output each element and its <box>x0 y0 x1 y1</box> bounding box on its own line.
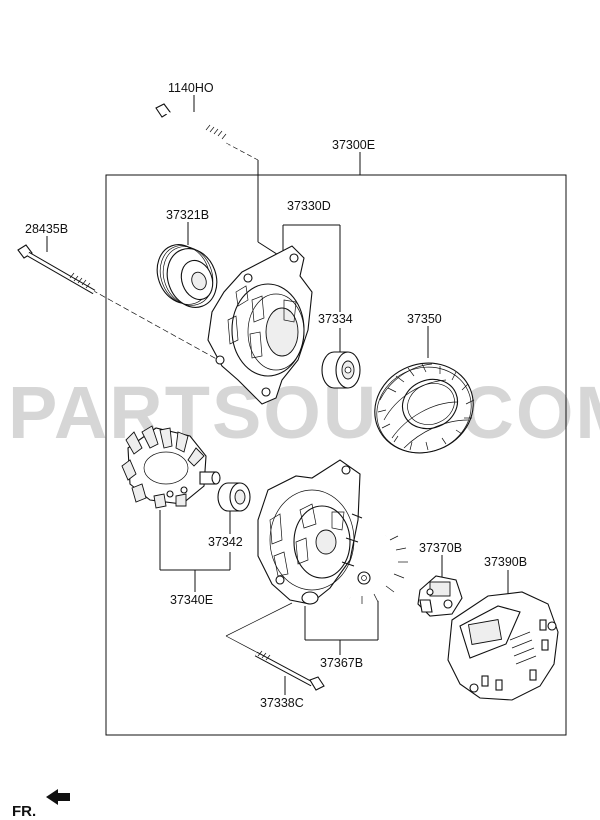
leader-lines <box>46 95 509 695</box>
front-direction-marker: FR. <box>12 789 70 820</box>
label-37330d: 37330D <box>287 199 331 213</box>
label-37321b: 37321B <box>166 208 209 222</box>
bearing-37334 <box>321 351 361 389</box>
assembly-frame <box>105 174 567 736</box>
rear-bracket <box>257 459 363 605</box>
label-37300e: 37300E <box>332 138 375 152</box>
label-37342: 37342 <box>208 535 243 549</box>
front-arrow-icon <box>46 789 70 805</box>
label-28435b: 28435B <box>25 222 68 236</box>
label-37370b: 37370B <box>419 541 462 555</box>
front-marker-label: FR. <box>12 803 36 820</box>
label-37334: 37334 <box>318 312 353 326</box>
regulator-group-37367b <box>349 533 408 604</box>
stator-37350 <box>374 362 475 454</box>
rear-cover-37390b <box>447 591 559 701</box>
front-bracket-37330d <box>207 245 313 405</box>
watermark-text: PARTSOUQ.COM <box>8 371 600 454</box>
bolt-1140ho <box>155 103 229 148</box>
pulley-37321b <box>156 244 218 308</box>
label-37390b: 37390B <box>484 555 527 569</box>
label-37340e: 37340E <box>170 593 213 607</box>
rectifier-37370b <box>417 575 463 617</box>
rotor-37340e <box>121 425 221 509</box>
bolt-28435b <box>17 244 96 295</box>
label-37350: 37350 <box>407 312 442 326</box>
label-37338c: 37338C <box>260 696 304 710</box>
label-37367b: 37367B <box>320 656 363 670</box>
bolt-37338c <box>254 650 325 691</box>
bearing-37342 <box>217 482 251 512</box>
label-1140ho: 1140HO <box>168 81 214 95</box>
